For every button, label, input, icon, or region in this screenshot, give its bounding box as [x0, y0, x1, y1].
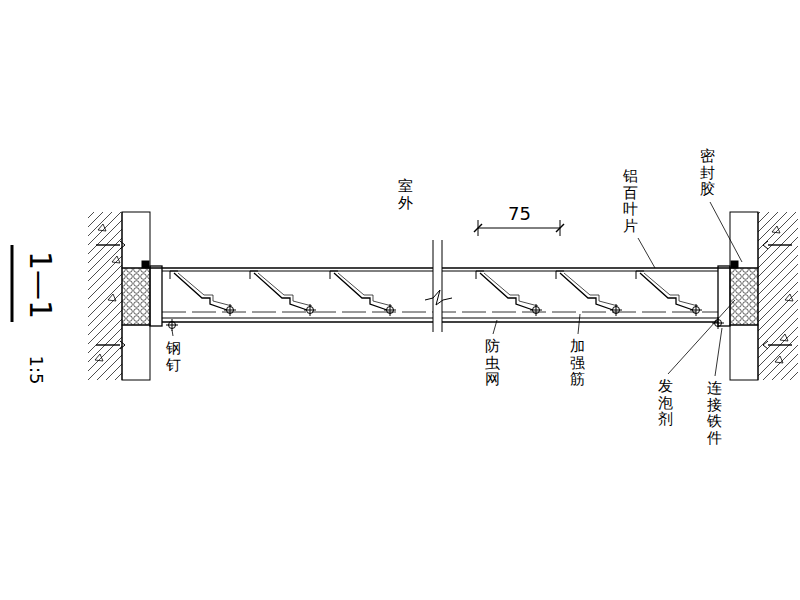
anchor-head [763, 241, 768, 249]
aggregate-mark [98, 224, 106, 231]
aggregate-mark [775, 356, 783, 363]
leader-line [668, 300, 735, 374]
screw-cross [304, 304, 316, 316]
break-line [442, 240, 443, 332]
leader-line [710, 202, 742, 262]
louver-blade [560, 273, 613, 310]
louver-blade [480, 273, 533, 310]
aggregate-mark [785, 294, 793, 301]
sealant [731, 261, 738, 268]
anchor-bolt [96, 244, 120, 245]
anchor-bolt [768, 344, 792, 345]
drawing [12, 202, 798, 380]
louver-blade [338, 273, 392, 306]
leader-line [172, 330, 173, 336]
foam-fill [122, 268, 150, 325]
screw-cross [610, 304, 622, 316]
part-label: 钢钉 [166, 340, 181, 373]
louver-blade [564, 273, 618, 306]
break-gap [433, 262, 442, 328]
leader-line [715, 328, 722, 376]
part-label: 防虫网 [485, 338, 500, 388]
aggregate-mark [112, 256, 120, 263]
anchor-head [120, 241, 125, 249]
dimension-text: 75 [508, 203, 531, 224]
part-label: 发泡剂 [658, 378, 673, 428]
foam-fill [730, 268, 758, 325]
anchor-bolt [96, 344, 120, 345]
section-title: 1—1 [23, 251, 58, 319]
louver-blade [484, 273, 538, 306]
plaster-layer [730, 212, 758, 268]
leader-line [493, 320, 497, 334]
louver-blade [644, 273, 698, 306]
anchor-head [763, 341, 768, 349]
aggregate-mark [772, 226, 780, 233]
plaster-layer [730, 325, 758, 380]
dimension-line [478, 228, 560, 229]
title-underline [11, 245, 14, 322]
break-zigzag [425, 290, 452, 305]
scale-label: 1:5 [26, 356, 47, 385]
screw-cross [530, 304, 542, 316]
louver-blade [258, 273, 312, 306]
side-label: 室外 [398, 178, 413, 211]
anchor-bolt [768, 244, 792, 245]
wall-hatch [758, 212, 798, 380]
louver-blade [174, 273, 227, 310]
screw-cross [166, 319, 178, 331]
louver-blade [178, 273, 232, 306]
sealant [142, 261, 149, 268]
screw-cross [224, 304, 236, 316]
louver-blade [254, 273, 307, 310]
part-label: 加强筋 [570, 338, 585, 388]
screw-cross [384, 304, 396, 316]
louver-blade [640, 273, 693, 310]
plaster-layer [122, 212, 150, 268]
dimension-tick [474, 224, 482, 232]
aggregate-mark [95, 354, 103, 361]
part-label: 连接铁件 [707, 380, 722, 446]
break-line [433, 240, 434, 332]
louver-blade [334, 273, 387, 310]
anchor-head [120, 341, 125, 349]
leader-line [578, 314, 580, 334]
leader-line [638, 238, 655, 268]
part-label: 密封胶 [700, 148, 715, 198]
frame-jamb [150, 266, 162, 326]
screw-cross [690, 304, 702, 316]
wall-hatch [88, 212, 122, 380]
dimension-tick [556, 224, 564, 232]
part-label: 铝百叶片 [623, 168, 638, 234]
aggregate-mark [780, 334, 788, 341]
plaster-layer [122, 325, 150, 380]
aggregate-mark [108, 294, 116, 301]
